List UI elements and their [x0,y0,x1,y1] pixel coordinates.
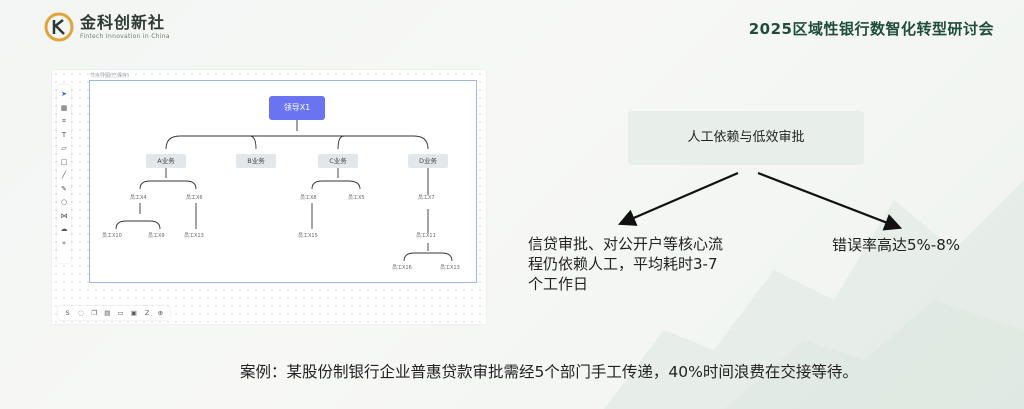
arrow-left-icon [617,171,739,226]
circle-icon[interactable]: ○ [60,198,68,206]
node-employee[interactable]: 员工X6 [186,195,203,201]
node-root[interactable]: 领导X1 [269,96,325,120]
node-employee[interactable]: 员工X10 [102,233,122,239]
node-employee[interactable]: 员工X4 [130,195,147,201]
doc-icon[interactable]: ▭ [117,309,124,317]
node-employee[interactable]: 员工X15 [298,233,318,239]
chart-icon[interactable]: ▤ [104,309,111,317]
pen-icon[interactable]: ✎ [61,184,67,193]
note-icon[interactable]: ▱ [61,144,67,152]
more-icon[interactable]: » [61,238,67,247]
text-icon[interactable]: T [61,130,67,139]
frame-icon[interactable]: ▦ [60,103,68,112]
node-employee[interactable]: 员工X9 [148,233,165,239]
image-icon[interactable]: ▣ [130,309,137,317]
comment-icon[interactable]: ◌ [78,309,84,317]
node-employee[interactable]: 员工X5 [348,195,365,201]
summary-title-box: 人工依赖与低效审批 [628,111,864,165]
logo-tagline: Fintech Innovation in China [80,32,170,40]
case-study-text: 案例：某股份制银行企业普惠贷款审批需经5个部门手工传递，40%时间浪费在交接等待… [240,363,858,381]
logo-mark-icon [44,12,74,42]
s-tool[interactable]: S [65,309,70,317]
node-employee[interactable]: 员工X16 [392,265,412,271]
connector-icon[interactable]: ⋈ [60,211,68,220]
node-business-b[interactable]: B业务 [236,154,276,168]
node-business-a[interactable]: A业务 [146,154,186,168]
arrow-right-icon [757,171,903,231]
mindmap-screenshot: 节点导图(已保存) ➤ ▦ ⌗ T ▱ □ ╱ ✎ ○ ⋈ ☁ » [52,70,486,324]
rect-icon[interactable]: □ [60,157,68,166]
node-employee[interactable]: 员工X7 [418,195,435,201]
node-employee[interactable]: 员工X13 [184,233,204,239]
brand-logo: 金科创新社 Fintech Innovation in China [44,12,170,42]
pointer-icon[interactable]: ➤ [61,90,67,98]
copy-icon[interactable]: ❐ [91,309,98,317]
node-employee[interactable]: 员工X8 [300,195,317,201]
point-error-rate: 错误率高达5%-8% [832,236,961,254]
bottom-toolbar: S ◌ ❐ ▤ ▭ ▣ Z ⊕ [58,306,170,320]
mindmap-canvas[interactable]: 领导X1 A业务 B业务 C业务 D业务 员工X4 员工X6 员工X8 员工X5… [89,80,477,283]
crop-icon[interactable]: ⌗ [62,117,66,125]
line-icon[interactable]: ╱ [61,171,67,179]
node-business-c[interactable]: C业务 [318,154,358,168]
z-tool[interactable]: Z [144,309,150,317]
vertical-toolbar: ➤ ▦ ⌗ T ▱ □ ╱ ✎ ○ ⋈ ☁ » [57,85,71,263]
conference-title: 2025区域性银行数智化转型研讨会 [748,20,994,38]
branch-arrows [617,171,903,231]
point-manual-dependency: 信贷审批、对公开户等核心流程仍依赖人工，平均耗时3-7个工作日 [528,235,724,293]
node-employee[interactable]: 员工X11 [416,233,436,239]
node-business-d[interactable]: D业务 [408,154,448,168]
link-icon[interactable]: ☁ [60,225,68,233]
logo-name: 金科创新社 [80,12,166,32]
connector-lines [115,120,453,262]
canvas-caption: 节点导图(已保存) [90,73,129,79]
node-employee[interactable]: 员工X13 [440,265,460,271]
zoom-icon[interactable]: ⊕ [157,309,164,317]
